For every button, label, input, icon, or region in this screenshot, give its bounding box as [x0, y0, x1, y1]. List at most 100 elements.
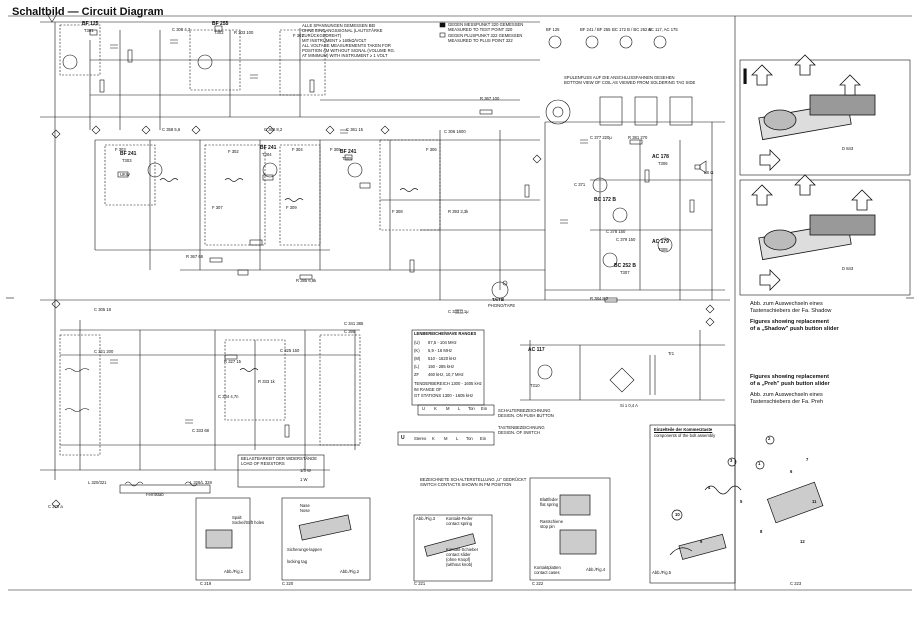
label-r327: R 327 15: [224, 359, 241, 364]
range-value-1: 87,5 - 104 MHz: [428, 340, 457, 345]
label-t309-ref: T307: [620, 270, 630, 275]
label-t303: BF 241: [120, 151, 137, 157]
label-t310-ref: T310: [530, 383, 540, 388]
label-c361: C 361 15: [346, 127, 363, 132]
label-r393: R 393 3,3k: [448, 209, 469, 214]
fig5-label: Abb./Fig.5: [652, 570, 672, 575]
fig2-a: Nase: [300, 503, 310, 508]
label-c330: C 330 0,1μ: [448, 309, 469, 314]
switch-de2: TASTENBEZEICHNUNG: [498, 425, 545, 430]
label-c325: C 325 150: [280, 348, 300, 353]
range-band-5: ZF: [414, 372, 420, 377]
caption1-de: Abb. zum Auswechseln eines: [750, 301, 823, 307]
label-c377: C 377 220μ: [590, 135, 612, 140]
range-value-4: 150 - 285 kHz: [428, 364, 455, 369]
range-value-5: 460 kHz, 10,7 MHz: [428, 372, 464, 377]
fig4-c: Rastschiene: [540, 519, 564, 524]
label-phono: PHONO/TAPE: [488, 303, 516, 308]
switch-pos-en: SWITCH CONTACTS SHOWN IN FM POSITION: [420, 482, 512, 487]
fig2-code: C 220: [282, 581, 294, 586]
caption2-de: Abb. zum Auswechseln eines: [750, 392, 823, 398]
part-num-8: 8: [760, 529, 763, 534]
caption1-en2: of a „Shadow" push button slider: [750, 326, 839, 332]
tender-1: TENDERBEREICH 1300 - 1605 kHz: [414, 381, 482, 386]
label-r367b: R 367 68: [186, 254, 203, 259]
switch-de: SCHALTERBEZEICHNUNG: [498, 408, 551, 413]
label-ukw: UKW: [120, 172, 130, 177]
switch2-key-5: L: [456, 436, 459, 441]
caption1-en: Figures showing replacement: [750, 319, 829, 325]
note-en-3: AT MINIMUM) WITH INSTRUMENT ≥ 1 VOLT: [302, 53, 388, 58]
fig2-b: Nose: [300, 508, 310, 513]
part-num-6: 6: [790, 469, 793, 474]
roman-numeral: I: [742, 64, 749, 89]
label-r384: R 384 8,2: [590, 296, 609, 301]
switch-key-3: M: [446, 406, 450, 411]
label-t306-ref: T306: [658, 161, 668, 166]
switch-key-2: K: [434, 406, 437, 411]
fig2-label: Abb./Fig.2: [340, 569, 360, 574]
fig1-b: Sockel/Stift holes: [232, 520, 265, 525]
part-num-3: 3: [730, 458, 733, 463]
fig4-b: flat spring: [540, 502, 559, 507]
label-c334: C 334 4,7n: [218, 394, 239, 399]
label-t302-ref: T302: [214, 30, 224, 35]
tender-3: GT STATIONS 1300 - 1605 kHz: [414, 393, 474, 398]
fig4-d: stop pin: [540, 524, 555, 529]
label-f304: F 304: [292, 147, 303, 152]
coil-note-de: SPULENFUSS AUF DIE ANSCHLUSSFAHNEN GESEH…: [564, 75, 675, 80]
fig2-d: locking tag: [287, 559, 308, 564]
parts-en: components of the bolt assembly: [654, 433, 716, 438]
fig1-code: C 219: [200, 581, 212, 586]
label-ferrite: Ferritstab: [146, 492, 164, 497]
label-c371: C 371: [574, 182, 586, 187]
note-de-2: OHNE EINGANGSSIGNAL (LAUTSTÄRKE: [302, 28, 383, 33]
label-t305: BF 241: [340, 149, 357, 155]
label-l320: L 320/321: [88, 480, 107, 485]
switch-en2: DESIGN. OF SWITCH: [498, 430, 540, 435]
tender-2: IM RANGE OF: [414, 387, 442, 392]
label-f305: F 305: [330, 147, 341, 152]
note-de-4: MIT INSTRUMENT ≥ 160kΩ/VOLT: [302, 38, 367, 43]
caption2-de2: Tastenschiebers der Fa. Preh: [750, 399, 824, 405]
page-title: Schaltbild — Circuit Diagram: [12, 6, 164, 18]
load-en: LOAD OF RESISTORS: [241, 461, 285, 466]
caption2-en2: of a „Preh" push button slider: [750, 381, 830, 387]
label-r381: R 381 270: [628, 135, 648, 140]
label-t307: BC 172 B: [594, 197, 616, 203]
load-row-2: 1 W: [300, 477, 308, 482]
label-ta: TA/TB: [492, 297, 505, 302]
label-c305: C 305 18: [94, 307, 111, 312]
fig3-f: (without knob): [446, 562, 473, 567]
label-c333: C 333 68: [192, 428, 209, 433]
fig1-a: Spalt: [232, 515, 242, 520]
range-value-3: 510 - 1620 kHz: [428, 356, 457, 361]
fig1-label: Abb./Fig.1: [224, 569, 244, 574]
fig5-code: C 223: [790, 581, 802, 586]
fig4-e: Kontaktplatten: [534, 565, 561, 570]
legend-neg-en: MEASURED TO TEST POINT 320: [448, 27, 513, 32]
label-t304: BF 241: [260, 145, 277, 151]
label-f303: F 303: [115, 147, 126, 152]
label-r385: R 385 6,8k: [296, 278, 317, 283]
label-c358: C 358 5,6: [162, 127, 181, 132]
load-row-1: 1/3 W: [300, 468, 311, 473]
pinout-label-2: BF 241 / BF 255: [580, 27, 611, 32]
label-f301: F 301: [293, 33, 304, 38]
switch-key-4: L: [458, 406, 461, 411]
label-t304-ref: T304: [262, 152, 272, 157]
label-c395: C 395: [344, 329, 356, 334]
switch2-key-6: Ton: [466, 436, 473, 441]
label-t301: BF 125: [82, 21, 99, 27]
fig3-a: Kontakt-Feder: [446, 516, 473, 521]
part-num-2: 2: [768, 436, 771, 441]
label-t310: AC 117: [528, 347, 545, 353]
switch-en: DESIGN. ON PUSH BUTTON: [498, 413, 554, 418]
label-c270: C 270 a: [48, 504, 63, 509]
label-c362: C 362 8,2: [264, 127, 283, 132]
label-f308: F 308: [392, 209, 403, 214]
caption1-de2: Tastenschiebers der Fa. Shadow: [750, 308, 832, 314]
range-band-2: (K): [414, 348, 420, 353]
fig4-label: Abb./Fig.4: [586, 567, 606, 572]
